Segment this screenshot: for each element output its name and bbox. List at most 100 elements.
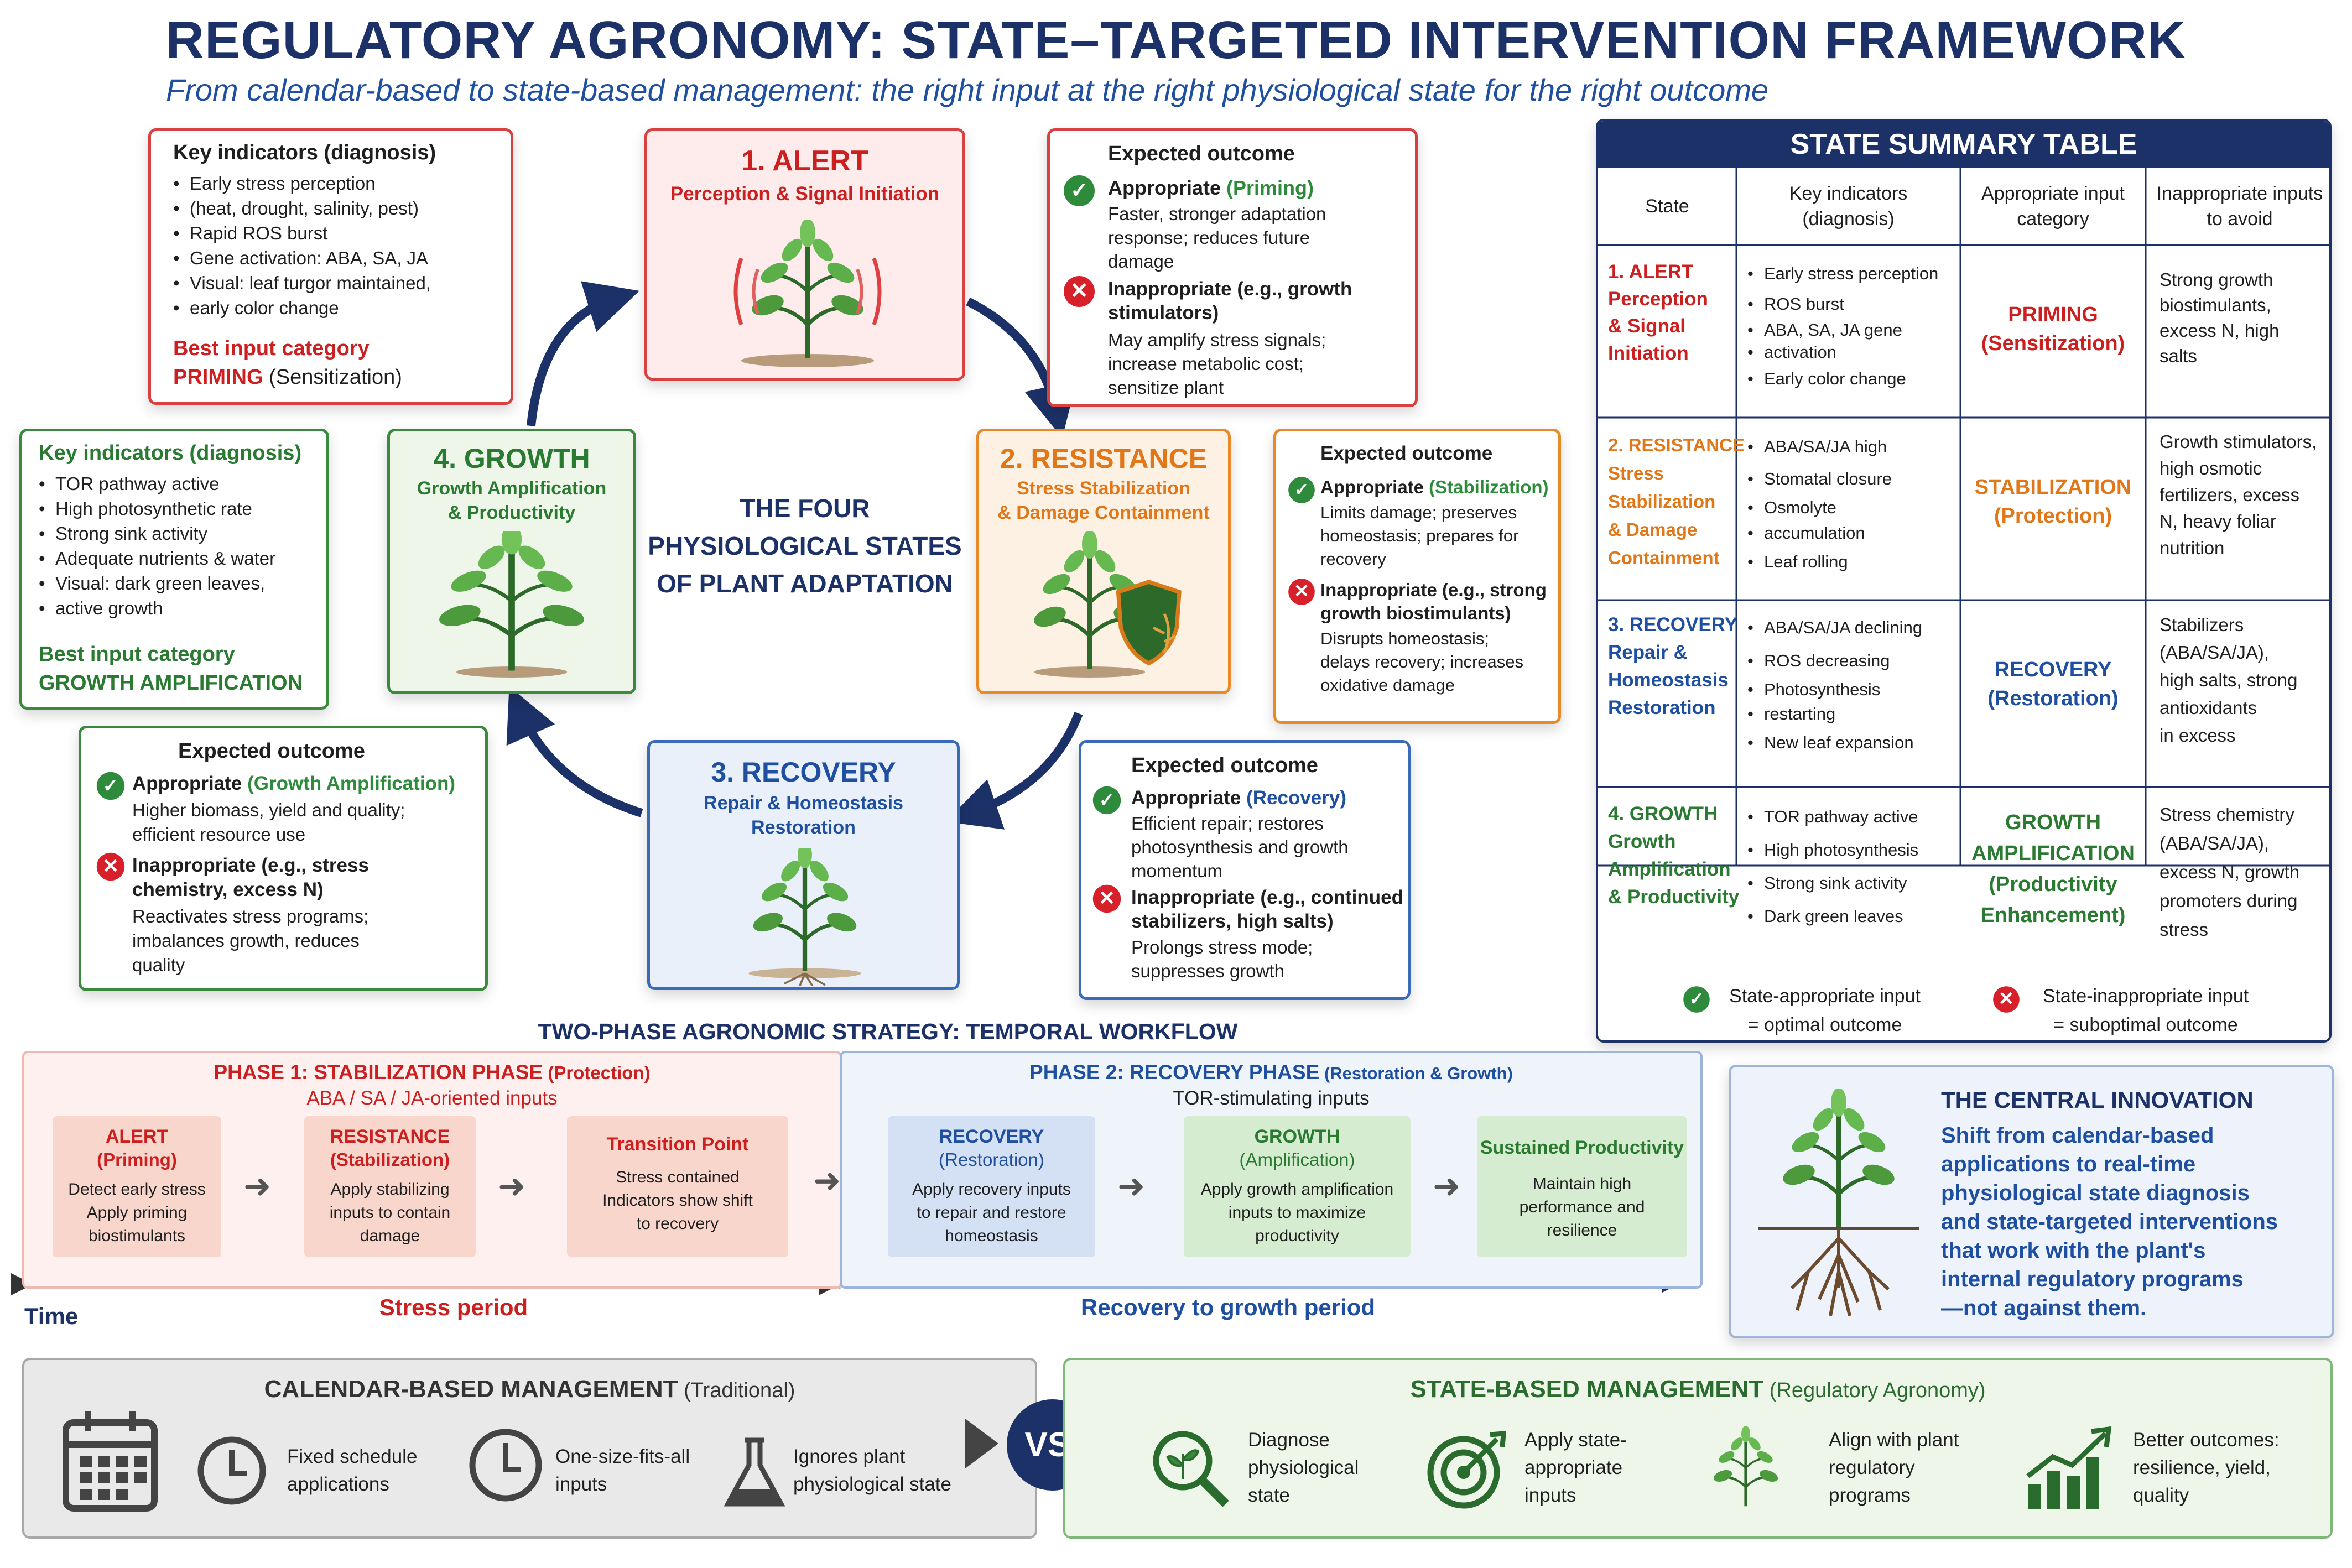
cross-icon: ✕ xyxy=(1993,986,2020,1013)
step-text: Apply recovery inputs xyxy=(912,1180,1071,1199)
row-state-sub: & Productivity xyxy=(1608,886,1740,908)
growth-chart-icon xyxy=(2026,1426,2112,1509)
row-state-sub: Homeostasis xyxy=(1608,669,1729,691)
page-subtitle: From calendar-based to state-based manag… xyxy=(166,72,1769,107)
calendar-paren: (Traditional) xyxy=(678,1379,795,1402)
statebased-paren: (Regulatory Agronomy) xyxy=(1763,1379,1986,1402)
indicator-item: Gene activation: ABA, SA, JA xyxy=(173,246,431,270)
row-category: (Productivity xyxy=(1989,873,2117,896)
row-category: Enhancement) xyxy=(1980,904,2126,927)
row-avoid: Stress chemistry xyxy=(2160,804,2294,825)
outcome-text: Disrupts homeostasis; xyxy=(1320,629,1489,648)
step-text: inputs to contain xyxy=(329,1204,451,1222)
indicator-item: High photosynthetic rate xyxy=(39,496,275,521)
indicator-item: Visual: leaf turgor maintained, xyxy=(173,270,431,295)
step-subtitle: (Priming) xyxy=(97,1149,177,1170)
plant-icon xyxy=(1701,1426,1790,1509)
workflow-step-resistance: RESISTANCE (Stabilization) Apply stabili… xyxy=(304,1116,476,1257)
alert-state-card: 1. ALERT Perception & Signal Initiation xyxy=(644,128,965,381)
step-text: Indicators show shift xyxy=(602,1191,753,1210)
indicator-item: Visual: dark green leaves, xyxy=(39,571,275,596)
appropriate-label: Appropriate xyxy=(1320,477,1424,497)
phase1-paren: (Protection) xyxy=(543,1062,651,1083)
innovation-line: that work with the plant's xyxy=(1941,1238,2206,1263)
cross-icon: ✕ xyxy=(1288,579,1315,605)
statebased-item-text: programs xyxy=(1829,1484,1911,1506)
alert-indicators-panel: Key indicators (diagnosis) Early stress … xyxy=(148,128,513,405)
calendar-item-text: Ignores plant xyxy=(793,1446,906,1467)
row-category: GROWTH xyxy=(2005,811,2101,834)
row-avoid: salts xyxy=(2160,346,2197,366)
best-input-label: Best input category xyxy=(39,643,235,666)
statebased-item-text: Apply state- xyxy=(1524,1429,1627,1451)
statebased-title: STATE-BASED MANAGEMENT xyxy=(1410,1376,1764,1403)
step-text: productivity xyxy=(1255,1227,1339,1245)
page-title: REGULATORY AGRONOMY: STATE–TARGETED INTE… xyxy=(165,11,2187,70)
inappropriate-label: growth biostimulants) xyxy=(1320,603,1511,623)
row-state-sub: Amplification xyxy=(1608,858,1731,880)
growth-outcome-panel: Expected outcome ✓ Appropriate (Growth A… xyxy=(79,726,488,991)
row-avoid: Strong growth xyxy=(2160,269,2273,290)
inappropriate-label: stabilizers, high salts) xyxy=(1131,910,1334,932)
calendar-item-text: One-size-fits-all xyxy=(555,1446,690,1467)
indicator-item: Strong sink activity xyxy=(1747,867,1918,900)
legend-ok: State-appropriate input xyxy=(1729,986,1921,1007)
growth-subtitle-2: & Productivity xyxy=(447,502,576,523)
row-avoid: antioxidants xyxy=(2160,697,2257,718)
arrow-right-icon: ➜ xyxy=(243,1168,272,1205)
outcome-text: Prolongs stress mode; xyxy=(1131,937,1313,957)
calendar-item-text: applications xyxy=(287,1473,389,1495)
outcome-heading: Expected outcome xyxy=(1320,442,1493,464)
outcome-text: suppresses growth xyxy=(1131,961,1284,981)
indicator-item: Dark green leaves xyxy=(1747,900,1918,933)
column-header: Appropriate input xyxy=(1981,183,2125,204)
center-line: THE FOUR xyxy=(740,494,870,523)
row-state-sub: Stress xyxy=(1608,463,1664,483)
row-state-sub: Restoration xyxy=(1608,697,1716,718)
statebased-item-text: inputs xyxy=(1524,1484,1576,1506)
growth-state-card: 4. GROWTH Growth Amplification & Product… xyxy=(387,429,636,694)
resistance-subtitle: Stress Stabilization xyxy=(1017,478,1190,499)
workflow-step-alert: ALERT (Priming) Detect early stress Appl… xyxy=(53,1116,221,1257)
calendar-item-text: physiological state xyxy=(793,1473,951,1495)
table-row-alert: 1. ALERT Perception & Signal Initiation … xyxy=(1598,245,2329,418)
outcome-text: photosynthesis and growth xyxy=(1131,837,1349,857)
row-category: (Restoration) xyxy=(1987,687,2119,710)
row-state-sub: Growth xyxy=(1608,831,1676,852)
step-text: Detect early stress xyxy=(68,1180,206,1199)
outcome-text: recovery xyxy=(1320,549,1386,569)
indicator-item: Early color change xyxy=(1747,363,1938,394)
calendar-item-text: inputs xyxy=(555,1473,607,1495)
innovation-line: —not against them. xyxy=(1941,1296,2147,1320)
outcome-text: oxidative damage xyxy=(1320,675,1455,695)
indicator-item: New leaf expansion xyxy=(1747,726,1922,759)
row-category: (Protection) xyxy=(1994,504,2112,528)
indicator-item: ROS decreasing xyxy=(1747,644,1922,678)
state-management-panel: STATE-BASED MANAGEMENT (Regulatory Agron… xyxy=(1063,1358,2333,1539)
step-subtitle: (Amplification) xyxy=(1239,1149,1355,1170)
workflow-step-sustained: Sustained Productivity Maintain high per… xyxy=(1477,1116,1687,1257)
arrow-right-icon: ➜ xyxy=(1117,1168,1146,1205)
row-indicators: ABA/SA/JA declining ROS decreasing Photo… xyxy=(1747,611,1922,759)
state-summary-table: STATE SUMMARY TABLE State Key indicators… xyxy=(1596,119,2332,1043)
stress-period-label: Stress period xyxy=(379,1294,528,1320)
outcome-heading: Expected outcome xyxy=(1131,754,1318,777)
row-avoid: high salts, strong xyxy=(2160,670,2298,690)
step-text: Apply stabilizing xyxy=(330,1180,450,1199)
column-header: (diagnosis) xyxy=(1802,209,1895,230)
outcome-heading: Expected outcome xyxy=(178,739,365,763)
center-line: PHYSIOLOGICAL STATES xyxy=(648,532,962,560)
row-avoid: nutrition xyxy=(2160,538,2225,558)
magnifier-plant-icon xyxy=(1153,1431,1229,1507)
alert-plant-icon xyxy=(733,220,882,367)
target-icon xyxy=(1427,1431,1506,1509)
step-text: Stress contained xyxy=(616,1168,740,1186)
indicator-item: ABA/SA/JA high xyxy=(1747,431,1892,463)
row-avoid: high osmotic xyxy=(2160,458,2262,478)
column-header: State xyxy=(1645,196,1689,217)
appropriate-paren: (Priming) xyxy=(1221,176,1314,199)
indicator-item-cont: active growth xyxy=(39,596,275,621)
workflow-step-transition: Transition Point Stress contained Indica… xyxy=(567,1116,788,1257)
statebased-item-text: physiological xyxy=(1248,1457,1359,1478)
row-avoid: stress xyxy=(2160,919,2209,940)
